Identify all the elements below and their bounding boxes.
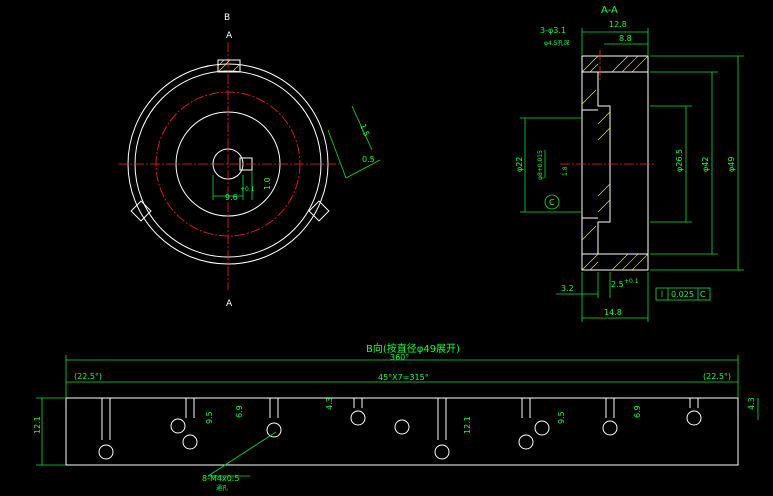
dim-middle: 45°X7=315° (378, 373, 429, 382)
right-slot (308, 200, 330, 222)
section-dim-holes: 3-φ3.1 (540, 26, 566, 35)
slot-lines (101, 398, 699, 440)
development-title: B向(按直径φ49展开) (366, 342, 460, 355)
section-dim-d8: φ8+0.015 (537, 150, 544, 180)
slot-width-dim: 9.6 (225, 193, 238, 202)
tolerance-frame (655, 287, 711, 301)
chamfer-leader (327, 129, 347, 179)
pin-hole-dim: 1.5 (358, 123, 371, 138)
section-outline (581, 55, 649, 271)
front-view (118, 42, 381, 290)
section-label-a-bottom: A (226, 299, 233, 309)
top-slot (217, 59, 241, 73)
section-dim-d49: φ49 (727, 157, 736, 172)
section-small-dim: 1.8 (562, 166, 569, 176)
dim-12-1-mid: 12.1 (463, 416, 472, 434)
section-view (520, 28, 744, 322)
dim-4-3-right: 4.3 (747, 397, 756, 410)
development-holes (98, 410, 702, 460)
section-dim-14-8: 14.8 (604, 308, 622, 317)
development-outline (65, 397, 739, 466)
dim-thread-sub: 通孔 (216, 484, 228, 491)
tolerance-value: 0.025 (671, 290, 694, 299)
section-dim-2-5-tol: +0.1 (624, 278, 639, 285)
dim-height: 12.1 (33, 416, 42, 434)
development-view (36, 355, 759, 477)
section-dim-3-2: 3.2 (561, 284, 574, 293)
dim-9-5-right: 9.5 (557, 411, 566, 424)
chamfer-leader2 (345, 159, 381, 179)
dim-right-end: (22.5°) (703, 372, 731, 381)
section-hatch (581, 55, 649, 271)
dim-thread: 8-M4x0.5 (202, 474, 239, 483)
key-depth-dim: 1.0 (263, 177, 272, 190)
section-dim-12-8: 12.8 (609, 20, 627, 29)
left-slot (130, 200, 152, 222)
tolerance-datum: C (700, 290, 706, 299)
dim-4-3-left: 4.3 (325, 397, 334, 410)
section-dim-d22: φ22 (515, 157, 524, 172)
datum-c-label: C (549, 198, 555, 207)
dim-6-9-right: 6.9 (633, 405, 642, 418)
section-dim-d42: φ42 (701, 157, 710, 172)
thread-leader (207, 431, 277, 477)
section-dim-d26: φ26.5 (675, 149, 684, 172)
section-dim-holes-sub: φ4.5孔深 (544, 39, 570, 47)
chamfer-dim: 0.5 (362, 155, 375, 164)
section-inner-step (597, 72, 611, 254)
section-title: A-A (601, 5, 618, 16)
dim-9-5-left: 9.5 (205, 411, 214, 424)
section-dim-2-5: 2.5 (611, 280, 624, 289)
section-label-a-top: A (226, 31, 233, 41)
dim-360: 360° (390, 353, 409, 362)
slot-width-tol: +0.1 (240, 186, 255, 193)
dim-left-end: (22.5°) (74, 372, 102, 381)
section-dim-8-8: 8.8 (619, 34, 632, 43)
datum-c-circle (544, 194, 560, 210)
dim-6-9-left: 6.9 (235, 405, 244, 418)
view-label-b: B (224, 13, 230, 23)
chamfer-ext (351, 105, 373, 151)
